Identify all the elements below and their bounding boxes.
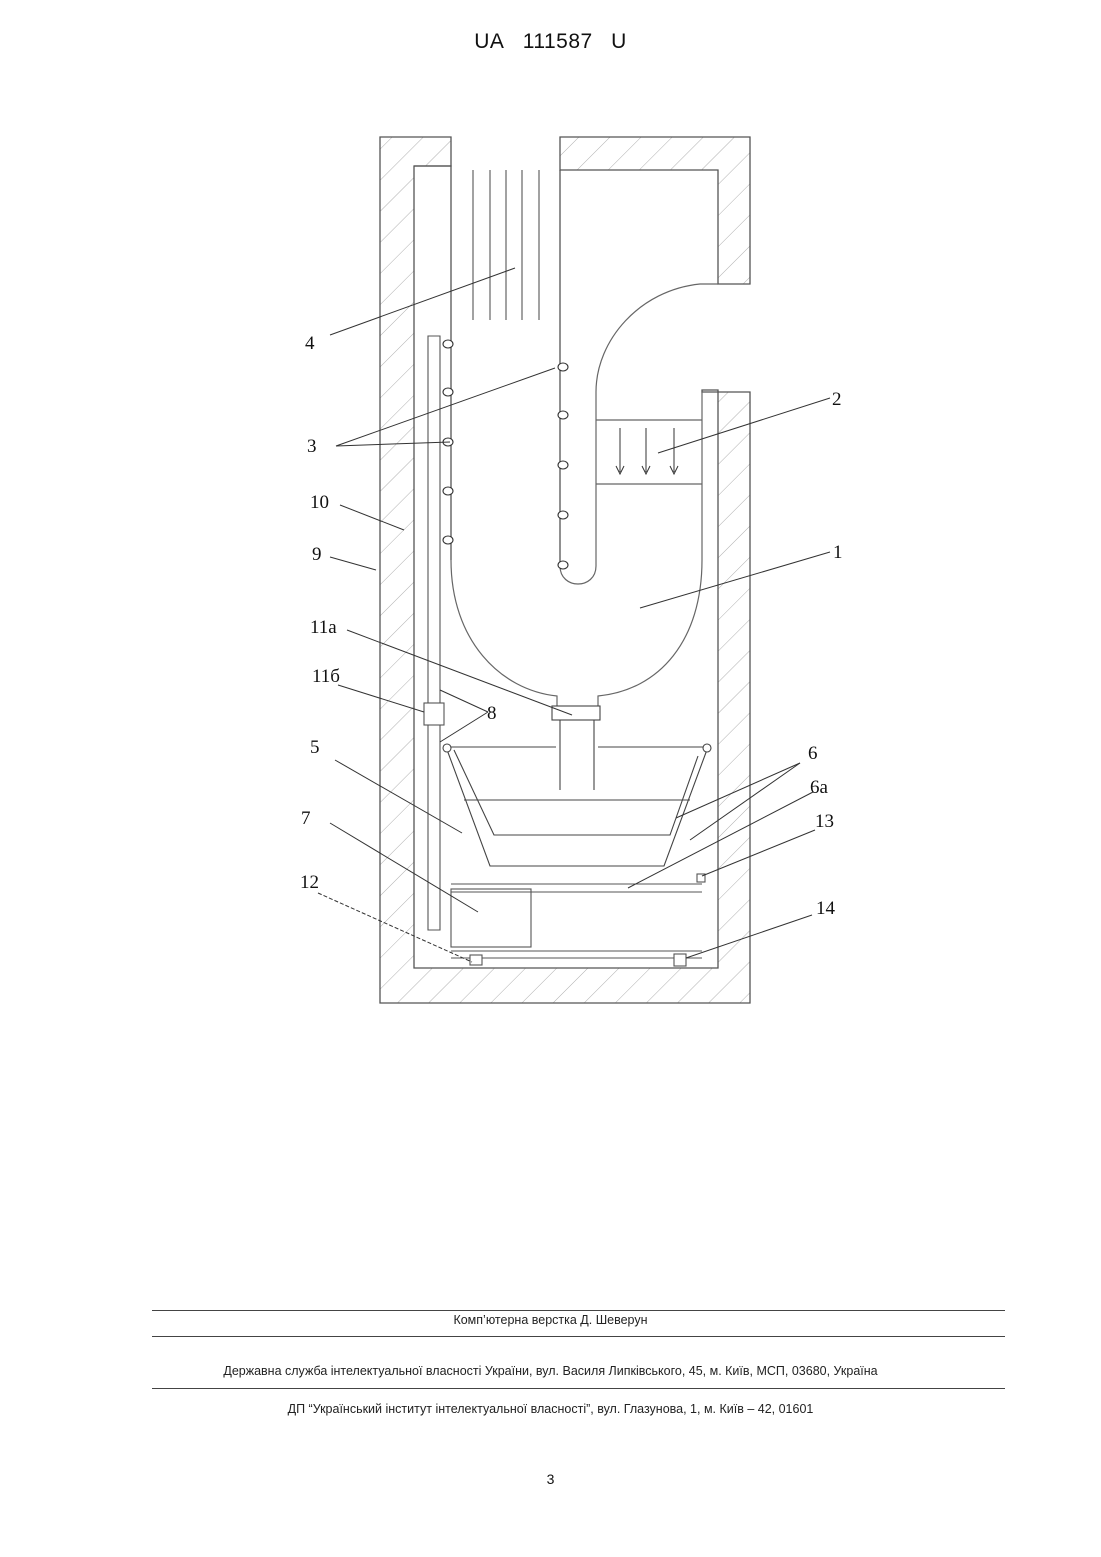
cyclone-body [451,284,718,706]
label-14: 14 [816,898,836,919]
label-7: 7 [301,808,311,829]
label-3: 3 [307,436,317,457]
base-7 [451,874,705,966]
flow-lines-4 [473,170,539,320]
label-13: 13 [815,811,834,832]
footer-rule-bottom [152,1388,1005,1389]
label-4: 4 [305,333,315,354]
label-12: 12 [300,872,319,893]
label-8: 8 [487,703,497,724]
nozzles-3 [443,340,568,569]
institute-address: ДП “Український інститут інтелектуальної… [0,1402,1101,1416]
label-5: 5 [310,737,320,758]
inlet-arrows [616,428,678,474]
patent-drawing: 4 3 2 1 10 9 11а 11б 8 5 6 6а 13 7 12 14 [0,0,1101,1040]
footer-rule-top [152,1310,1005,1311]
label-10: 10 [310,492,329,513]
label-2: 2 [832,389,842,410]
office-address: Державна служба інтелектуальної власност… [0,1364,1101,1378]
label-9: 9 [312,544,322,565]
footer-rule-middle [152,1336,1005,1337]
label-6: 6 [808,743,818,764]
label-11b: 11б [312,666,340,687]
label-1: 1 [833,542,843,563]
layout-credit: Комп’ютерна верстка Д. Шеверун [0,1313,1101,1327]
supply-pipe-10 [424,336,444,930]
label-11a: 11а [310,617,337,638]
page-number: 3 [0,1471,1101,1487]
outer-housing [380,137,750,1003]
label-6a: 6а [810,777,829,798]
collector-5 [443,706,711,866]
